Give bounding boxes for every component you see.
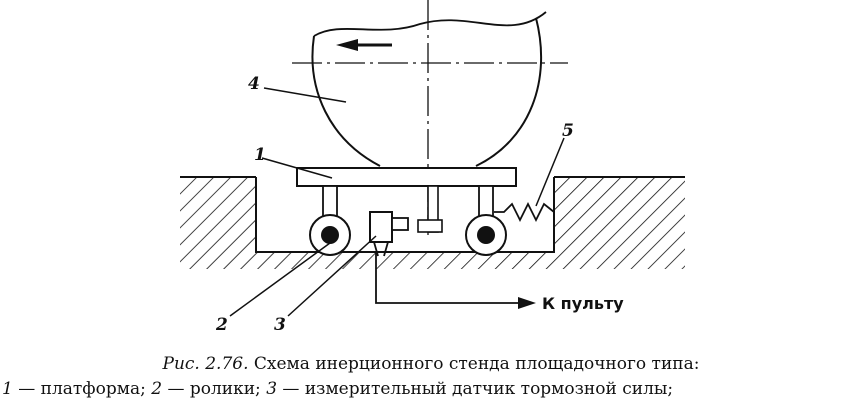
vehicle-wheel — [292, 11, 568, 167]
to-console-label: К пульту — [542, 294, 624, 313]
caption-legend-line: 1 — платформа; 2 — ролики; 3 — измерител… — [0, 377, 862, 402]
platform-legs — [322, 185, 494, 233]
platform — [296, 167, 517, 187]
caption-title-line: Рис. 2.76. Схема инерционного стенда пло… — [0, 352, 862, 377]
signal-line — [375, 252, 536, 309]
spring — [494, 201, 555, 223]
legend-num-1: 1 — [2, 379, 13, 399]
inertial-stand-diagram: 4 1 5 2 3 К пульту — [180, 0, 685, 335]
brake-force-sensor — [369, 211, 409, 257]
label-5: 5 — [562, 121, 574, 141]
roller-left — [309, 214, 351, 256]
label-3: 3 — [274, 315, 286, 335]
leader-lines — [229, 87, 565, 317]
legend-text-1: — платформа; — [12, 379, 152, 399]
roller-right — [465, 214, 507, 256]
legend-text-3: — измерительный датчик тормозной силы; — [277, 379, 674, 399]
legend-num-2: 2 — [151, 379, 163, 399]
caption-title: Схема инерционного стенда площадочного т… — [248, 354, 700, 374]
legend-text-2: — ролики; — [162, 379, 267, 399]
direction-arrow — [336, 39, 392, 51]
label-1: 1 — [254, 145, 266, 165]
label-2: 2 — [215, 315, 228, 335]
label-4: 4 — [248, 74, 260, 94]
legend-num-3: 3 — [266, 379, 278, 399]
figure-reference: Рис. 2.76. — [162, 354, 249, 374]
figure-caption: Рис. 2.76. Схема инерционного стенда пло… — [0, 352, 862, 402]
